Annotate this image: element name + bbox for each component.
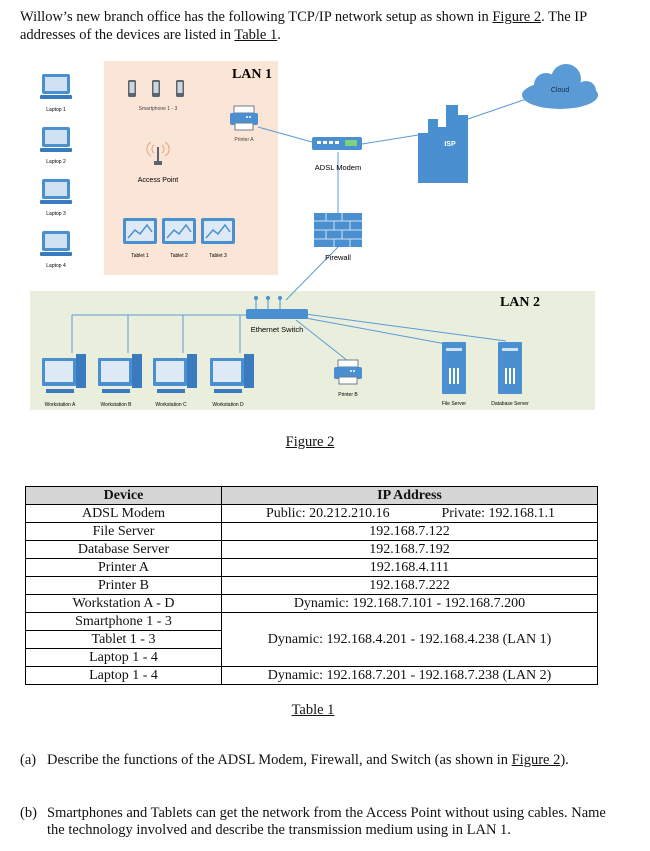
table-row: Tablet 1 - 3 bbox=[25, 630, 598, 649]
ip-cell: 192.168.7.192 bbox=[221, 540, 598, 559]
smartphone-icon bbox=[152, 80, 160, 97]
table-1-link[interactable]: Table 1 bbox=[234, 27, 278, 43]
smartphone-icon bbox=[128, 80, 136, 97]
figure-2-link[interactable]: Figure 2 bbox=[492, 9, 542, 25]
ip-cell: 192.168.7.122 bbox=[221, 522, 598, 541]
figure-caption: Figure 2 bbox=[285, 434, 335, 450]
workstation-label: Workstation D bbox=[212, 402, 244, 408]
ip-cell: 192.168.4.111 bbox=[221, 558, 598, 577]
figure-2-link[interactable]: Figure 2 bbox=[511, 752, 561, 768]
ip-cell: Dynamic: 192.168.7.201 - 192.168.7.238 (… bbox=[221, 666, 598, 685]
device-cell: Smartphone 1 - 3 bbox=[25, 612, 222, 631]
question-a-text: Describe the functions of the ADSL Modem… bbox=[47, 752, 512, 768]
laptop-icon bbox=[40, 179, 72, 204]
laptop-label: Laptop 2 bbox=[46, 159, 66, 165]
laptop-icon bbox=[40, 231, 72, 256]
device-column-header: Device bbox=[25, 486, 222, 505]
tablet-label: Tablet 3 bbox=[209, 253, 227, 259]
network-links bbox=[71, 94, 539, 362]
laptop-label: Laptop 3 bbox=[46, 211, 66, 217]
laptop-label: Laptop 1 bbox=[46, 107, 66, 113]
intro-text: . The IP addresses of the devices are li… bbox=[20, 9, 587, 43]
tablet-icon bbox=[200, 217, 236, 245]
tablet-label: Tablet 1 bbox=[131, 253, 149, 259]
lan1-title: LAN 1 bbox=[232, 67, 272, 82]
access-point-label: Access Point bbox=[138, 177, 179, 184]
cloud-label: Cloud bbox=[551, 87, 569, 94]
access-point-icon bbox=[146, 141, 170, 165]
isp-label: ISP bbox=[444, 141, 456, 148]
device-cell: Laptop 1 - 4 bbox=[25, 648, 222, 667]
laptop-label: Laptop 4 bbox=[46, 263, 66, 269]
workstation-label: Workstation B bbox=[100, 402, 132, 408]
device-cell: ADSL Modem bbox=[25, 504, 222, 523]
question-a-label: (a) bbox=[20, 752, 37, 768]
laptop-icon bbox=[40, 127, 72, 152]
workstation-label: Workstation A bbox=[45, 402, 76, 408]
file-server-icon bbox=[442, 342, 466, 394]
intro-text: . bbox=[277, 27, 281, 43]
ethernet-switch-label: Ethernet Switch bbox=[251, 325, 304, 334]
device-cell: Laptop 1 - 4 bbox=[25, 666, 222, 685]
database-server-label: Database Server bbox=[491, 401, 529, 407]
ip-cell: Dynamic: 192.168.7.101 - 192.168.7.200 bbox=[221, 594, 598, 613]
public-ip: Public: 20.212.210.16 bbox=[266, 505, 390, 521]
adsl-modem-label: ADSL Modem bbox=[315, 163, 361, 172]
question-b-text: Smartphones and Tablets can get the netw… bbox=[47, 805, 606, 838]
laptop-icon bbox=[40, 74, 72, 99]
table-row: Laptop 1 - 4 bbox=[25, 648, 598, 667]
smartphones-label: Smartphone 1 - 3 bbox=[139, 106, 178, 112]
device-cell: Printer B bbox=[25, 576, 222, 595]
printer-a-label: Printer A bbox=[234, 137, 254, 143]
smartphone-icon bbox=[176, 80, 184, 97]
intro-text: Willow’s new branch office has the follo… bbox=[20, 9, 493, 25]
isp-building-icon bbox=[418, 105, 468, 183]
table-caption: Table 1 bbox=[291, 702, 335, 718]
ip-column-header: IP Address bbox=[221, 486, 598, 505]
tablet-label: Tablet 2 bbox=[170, 253, 188, 259]
file-server-label: File Server bbox=[442, 401, 467, 407]
cloud-icon bbox=[522, 64, 598, 109]
device-cell: File Server bbox=[25, 522, 222, 541]
device-cell: Database Server bbox=[25, 540, 222, 559]
firewall-icon bbox=[314, 213, 362, 247]
ip-address-table: Device IP Address ADSL Modem Public: 20.… bbox=[25, 486, 598, 685]
intro-paragraph: Willow’s new branch office has the follo… bbox=[20, 8, 630, 44]
question-a-text: ). bbox=[560, 752, 569, 768]
tablet-icon bbox=[122, 217, 158, 245]
ethernet-switch-icon bbox=[246, 296, 308, 319]
question-a: (a) Describe the functions of the ADSL M… bbox=[20, 752, 620, 769]
network-diagram: LAN 1 Smartphone 1 - 3 Printer A Access … bbox=[30, 61, 598, 410]
table-header-row: Device IP Address bbox=[25, 486, 598, 505]
lan2-title: LAN 2 bbox=[500, 295, 540, 310]
adsl-modem-icon bbox=[312, 137, 362, 150]
device-cell: Tablet 1 - 3 bbox=[25, 630, 222, 649]
device-cell: Printer A bbox=[25, 558, 222, 577]
tablet-icon bbox=[161, 217, 197, 245]
private-ip: Private: 192.168.1.1 bbox=[441, 505, 555, 521]
ip-cell: 192.168.7.222 bbox=[221, 576, 598, 595]
table-row: ADSL Modem Public: 20.212.210.16 Private:… bbox=[25, 504, 598, 523]
workstation-label: Workstation C bbox=[155, 402, 187, 408]
question-b: (b) Smartphones and Tablets can get the … bbox=[20, 805, 620, 839]
ip-cell: Public: 20.212.210.16 Private: 192.168.1.… bbox=[221, 504, 598, 523]
printer-b-label: Printer B bbox=[338, 392, 358, 398]
firewall-label: Firewall bbox=[325, 253, 351, 262]
question-b-label: (b) bbox=[20, 805, 37, 821]
ip-cell: Dynamic: 192.168.4.201 - 192.168.4.238 (… bbox=[221, 612, 598, 667]
database-server-icon bbox=[498, 342, 522, 394]
device-cell: Workstation A - D bbox=[25, 594, 222, 613]
